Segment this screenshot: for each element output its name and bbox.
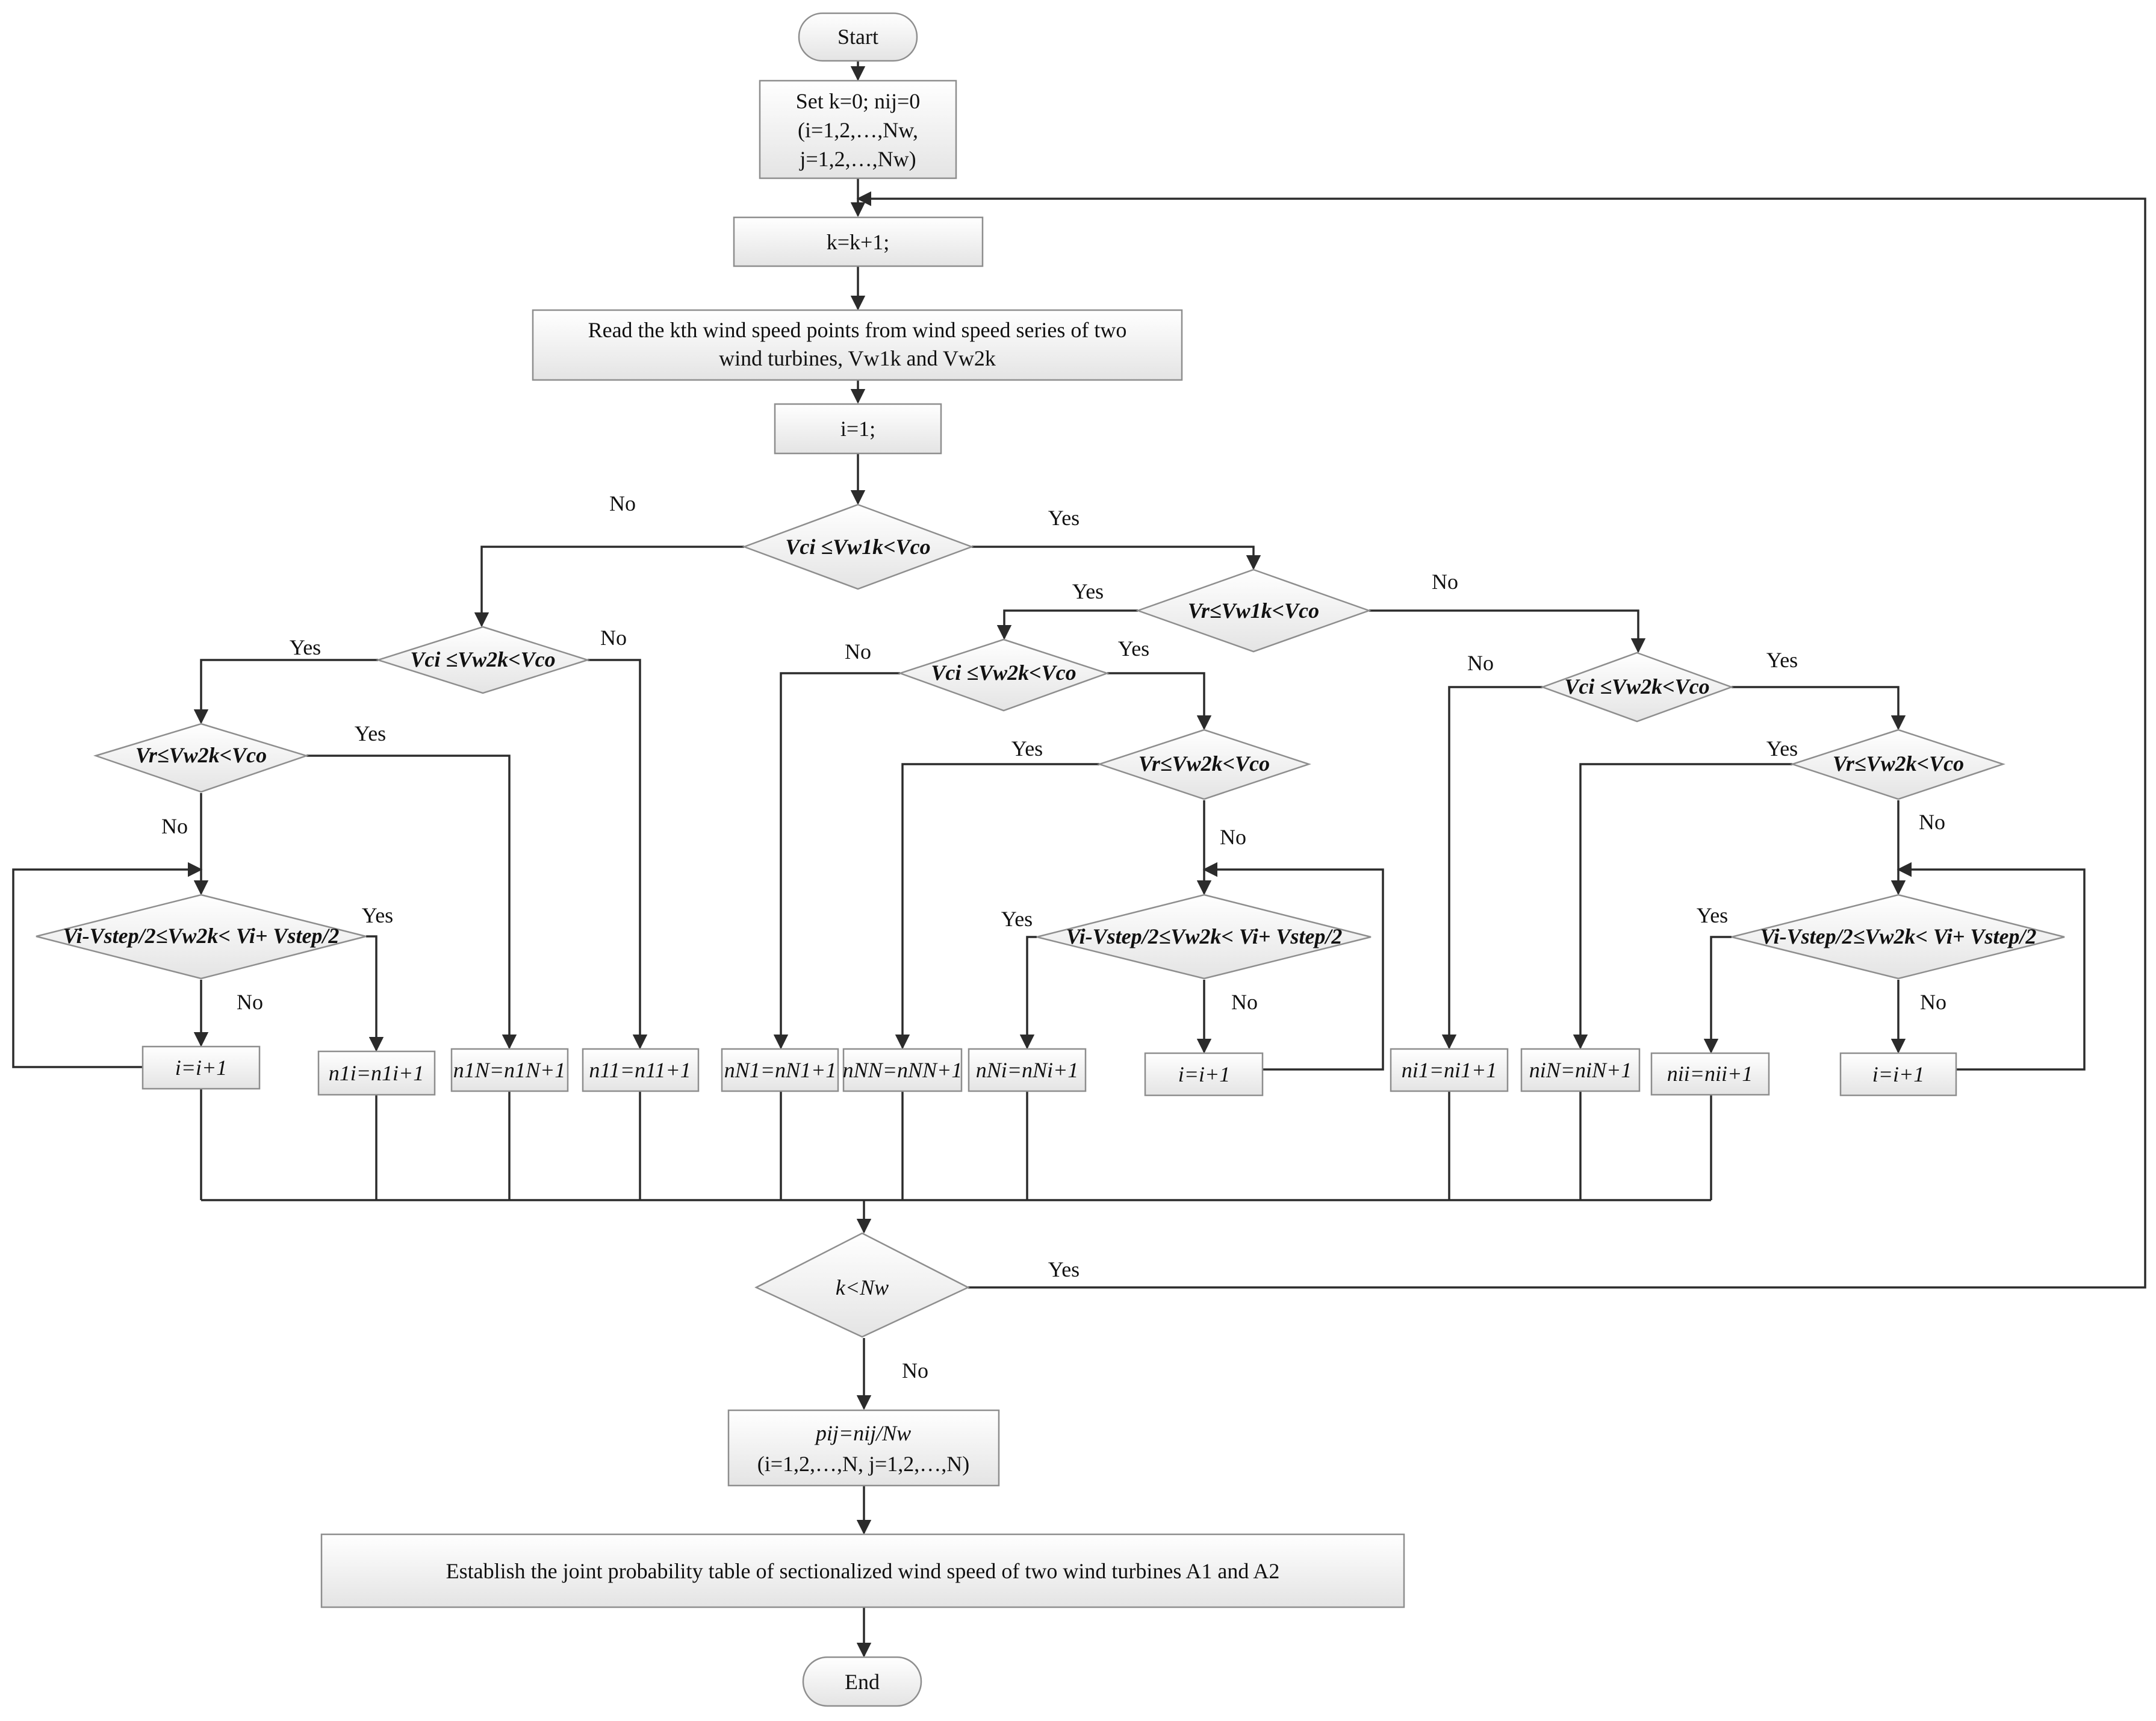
decision-bin-mid: Vi-Vstep/2≤Vw2k< Vi+ Vstep/2 (1036, 894, 1372, 980)
svg-text:Vi-Vstep/2≤Vw2k< Vi+ Vstep/2: Vi-Vstep/2≤Vw2k< Vi+ Vstep/2 (1760, 924, 2037, 948)
label-no-right-bin: No (1920, 990, 1946, 1014)
decision-k-less-nw: k<Nw (754, 1232, 970, 1338)
process-i-increment-left: i=i+1 (141, 1045, 261, 1090)
svg-text:nN1=nN1+1: nN1=nN1+1 (724, 1058, 837, 1082)
label-yes-right-bin: Yes (1697, 903, 1728, 927)
process-n1i: n1i=n1i+1 (317, 1050, 436, 1096)
compute-probability-process: pij=nij/Nw (i=1,2,…,N, j=1,2,…,N) (727, 1409, 1000, 1487)
init-line-3: j=1,2,…,Nw) (798, 147, 916, 171)
label-no-right-vci: No (1467, 651, 1494, 675)
read-wind-speed-process: Read the kth wind speed points from wind… (532, 309, 1183, 381)
svg-text:Vi-Vstep/2≤Vw2k< Vi+ Vstep/2: Vi-Vstep/2≤Vw2k< Vi+ Vstep/2 (63, 924, 340, 948)
label-no-left-vr: No (161, 814, 188, 838)
label-yes-mid-vci: Yes (1118, 636, 1149, 661)
decision-vr-w2-right: Vr≤Vw2k<Vco (1789, 729, 2005, 800)
label-no-right-vr: No (1919, 810, 1945, 834)
svg-text:Vr≤Vw2k<Vco: Vr≤Vw2k<Vco (1139, 752, 1270, 776)
label-yes-mid-vr: Yes (1011, 736, 1043, 761)
label-yes-right-vci: Yes (1766, 648, 1798, 672)
svg-text:nNi=nNi+1: nNi=nNi+1 (976, 1058, 1079, 1082)
svg-text:Vr≤Vw2k<Vco: Vr≤Vw2k<Vco (1833, 752, 1964, 776)
read-line-2: wind turbines, Vw1k and Vw2k (719, 346, 996, 370)
label-yes-d1: Yes (1048, 506, 1080, 530)
label-yes-d2: Yes (1072, 579, 1104, 603)
init-process: Set k=0; nij=0 (i=1,2,…,Nw, j=1,2,…,Nw) (759, 79, 957, 179)
svg-text:Vci ≤Vw2k<Vco: Vci ≤Vw2k<Vco (931, 661, 1076, 685)
label-no-d1: No (609, 491, 636, 515)
compute-line-2: (i=1,2,…,N, j=1,2,…,N) (757, 1452, 970, 1476)
process-nN1: nN1=nN1+1 (721, 1048, 839, 1092)
label-yes-mid-bin: Yes (1001, 907, 1033, 931)
decision-vci-w1: Vci ≤Vw1k<Vco (742, 503, 974, 590)
svg-text:i=i+1: i=i+1 (1872, 1062, 1925, 1086)
branch-labels: No Yes Yes No Yes No Yes No Yes No No Ye… (161, 491, 1946, 1383)
svg-text:Vci ≤Vw1k<Vco: Vci ≤Vw1k<Vco (785, 535, 930, 559)
decision-vci-w2-mid: Vci ≤Vw2k<Vco (898, 638, 1110, 712)
svg-text:k=k+1;: k=k+1; (827, 230, 890, 254)
compute-line-1: pij=nij/Nw (814, 1421, 911, 1445)
svg-text:n1i=n1i+1: n1i=n1i+1 (329, 1061, 424, 1085)
svg-text:i=i+1: i=i+1 (1178, 1062, 1231, 1086)
process-nNi: nNi=nNi+1 (968, 1048, 1087, 1092)
end-terminal: End (802, 1656, 922, 1707)
svg-text:Vr≤Vw1k<Vco: Vr≤Vw1k<Vco (1188, 599, 1319, 623)
read-line-1: Read the kth wind speed points from wind… (588, 318, 1127, 342)
init-line-2: (i=1,2,…,Nw, (798, 118, 918, 142)
process-niN: niN=niN+1 (1520, 1048, 1641, 1092)
svg-text:ni1=ni1+1: ni1=ni1+1 (1402, 1058, 1497, 1082)
connectors (12, 61, 2146, 1658)
process-n11: n11=n11+1 (582, 1048, 700, 1092)
label-yes-loop: Yes (1048, 1257, 1080, 1281)
label-yes-left-vci: Yes (290, 635, 321, 659)
init-line-1: Set k=0; nij=0 (796, 89, 921, 113)
svg-text:Vci ≤Vw2k<Vco: Vci ≤Vw2k<Vco (410, 647, 555, 671)
process-i-increment-mid: i=i+1 (1144, 1052, 1264, 1097)
label-no-mid-vr: No (1220, 825, 1246, 849)
label-no-left-vci: No (600, 626, 627, 650)
svg-text:End: End (845, 1670, 880, 1694)
svg-text:Start: Start (837, 25, 878, 49)
svg-text:k<Nw: k<Nw (836, 1275, 889, 1299)
establish-table-process: Establish the joint probability table of… (320, 1533, 1405, 1608)
decision-bin-right: Vi-Vstep/2≤Vw2k< Vi+ Vstep/2 (1731, 894, 2065, 980)
decision-vci-w2-left: Vci ≤Vw2k<Vco (375, 626, 591, 694)
decision-vci-w2-right: Vci ≤Vw2k<Vco (1540, 652, 1734, 723)
label-yes-left-bin: Yes (362, 903, 393, 927)
svg-text:niN=niN+1: niN=niN+1 (1529, 1058, 1632, 1082)
process-i-increment-right: i=i+1 (1839, 1052, 1957, 1097)
svg-text:i=1;: i=1; (840, 417, 875, 441)
start-terminal: Start (798, 12, 918, 62)
label-no-left-bin: No (237, 990, 263, 1014)
label-no-mid-vci: No (845, 640, 871, 664)
label-yes-left-vr: Yes (355, 721, 386, 745)
decision-vr-w2-mid: Vr≤Vw2k<Vco (1097, 729, 1311, 800)
process-nii: nii=nii+1 (1650, 1052, 1770, 1096)
process-ni1: ni1=ni1+1 (1390, 1048, 1509, 1092)
svg-text:i=i+1: i=i+1 (175, 1056, 228, 1080)
decision-vr-w2-left: Vr≤Vw2k<Vco (93, 723, 309, 793)
svg-text:Establish the joint probabilit: Establish the joint probability table of… (446, 1559, 1280, 1583)
label-no-loop: No (902, 1358, 928, 1383)
increment-k-process: k=k+1; (733, 216, 984, 267)
label-no-d2: No (1432, 570, 1458, 594)
decision-bin-left: Vi-Vstep/2≤Vw2k< Vi+ Vstep/2 (36, 894, 367, 980)
process-n1N: n1N=n1N+1 (450, 1048, 569, 1092)
svg-text:nii=nii+1: nii=nii+1 (1667, 1062, 1753, 1086)
svg-text:Vi-Vstep/2≤Vw2k< Vi+ Vstep/2: Vi-Vstep/2≤Vw2k< Vi+ Vstep/2 (1066, 924, 1343, 948)
decision-vr-w1: Vr≤Vw1k<Vco (1135, 568, 1372, 653)
set-i-process: i=1; (774, 403, 942, 455)
svg-text:nNN=nNN+1: nNN=nNN+1 (843, 1058, 963, 1082)
svg-text:n11=n11+1: n11=n11+1 (589, 1058, 691, 1082)
svg-text:Vr≤Vw2k<Vco: Vr≤Vw2k<Vco (135, 743, 267, 767)
label-yes-right-vr: Yes (1766, 736, 1798, 761)
process-nNN: nNN=nNN+1 (843, 1048, 963, 1092)
label-no-mid-bin: No (1231, 990, 1258, 1014)
svg-text:Vci ≤Vw2k<Vco: Vci ≤Vw2k<Vco (1564, 674, 1709, 699)
svg-text:n1N=n1N+1: n1N=n1N+1 (453, 1058, 566, 1082)
